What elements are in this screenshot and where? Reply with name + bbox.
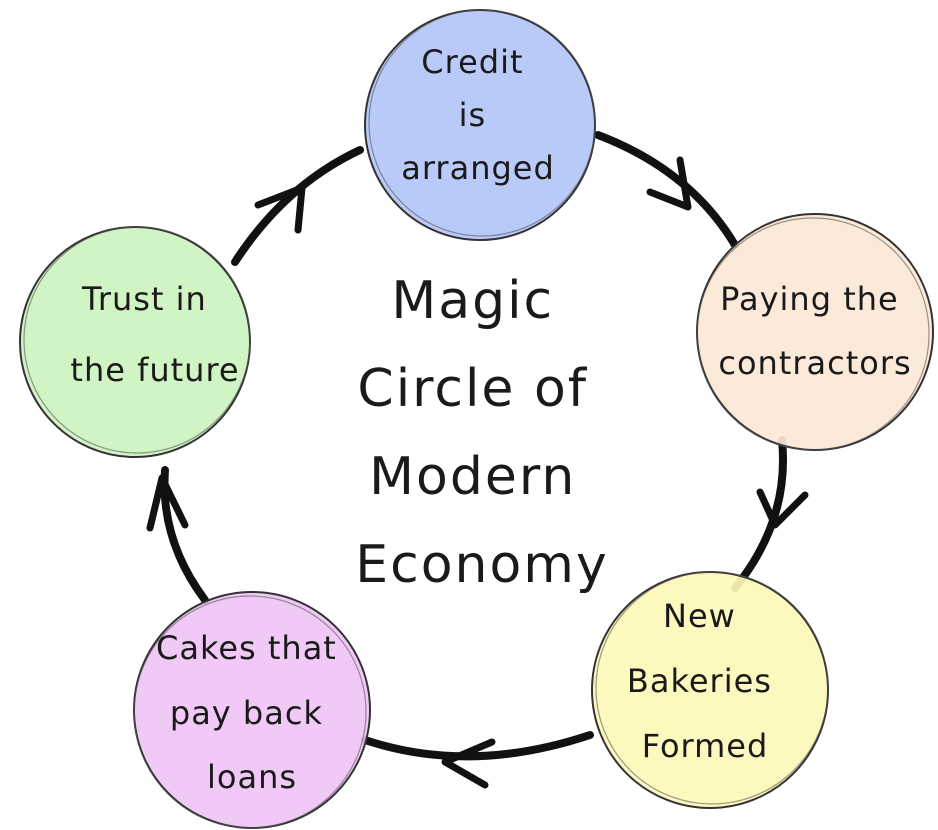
node-label-cakes: Cakes that pay back loans (156, 629, 348, 796)
node-trust: Trust in the future (19, 226, 251, 458)
arrowhead-down (756, 488, 809, 529)
connector-bakeries-to-cakes (361, 731, 594, 761)
arrowhead-right (646, 156, 692, 211)
node-circle-cakes (134, 592, 370, 828)
node-label-credit: Credit is arranged (401, 43, 555, 187)
node-circle-credit (365, 10, 595, 240)
node-bakeries: New Bakeries Formed (591, 571, 829, 809)
connector-contractors-to-bakeries (731, 436, 787, 592)
arrowhead-up (146, 474, 189, 532)
connector-credit-to-contractors (594, 131, 739, 249)
arrowhead-left (441, 738, 496, 789)
node-contractors: Paying the contractors (696, 213, 934, 451)
node-cakes: Cakes that pay back loans (133, 591, 371, 829)
node-circle-contractors (697, 214, 933, 450)
node-credit: Credit is arranged (364, 9, 596, 241)
node-label-trust: Trust in the future (70, 280, 239, 389)
node-circle-bakeries (592, 572, 828, 808)
node-circle-trust (20, 227, 250, 457)
node-label-bakeries: New Bakeries Formed (627, 597, 783, 765)
cycle-connectors (146, 131, 809, 789)
arrowhead-up-right (254, 184, 306, 234)
node-label-contractors: Paying the contractors (718, 280, 911, 382)
center-title: Magic Circle of Modern Economy (355, 271, 608, 595)
